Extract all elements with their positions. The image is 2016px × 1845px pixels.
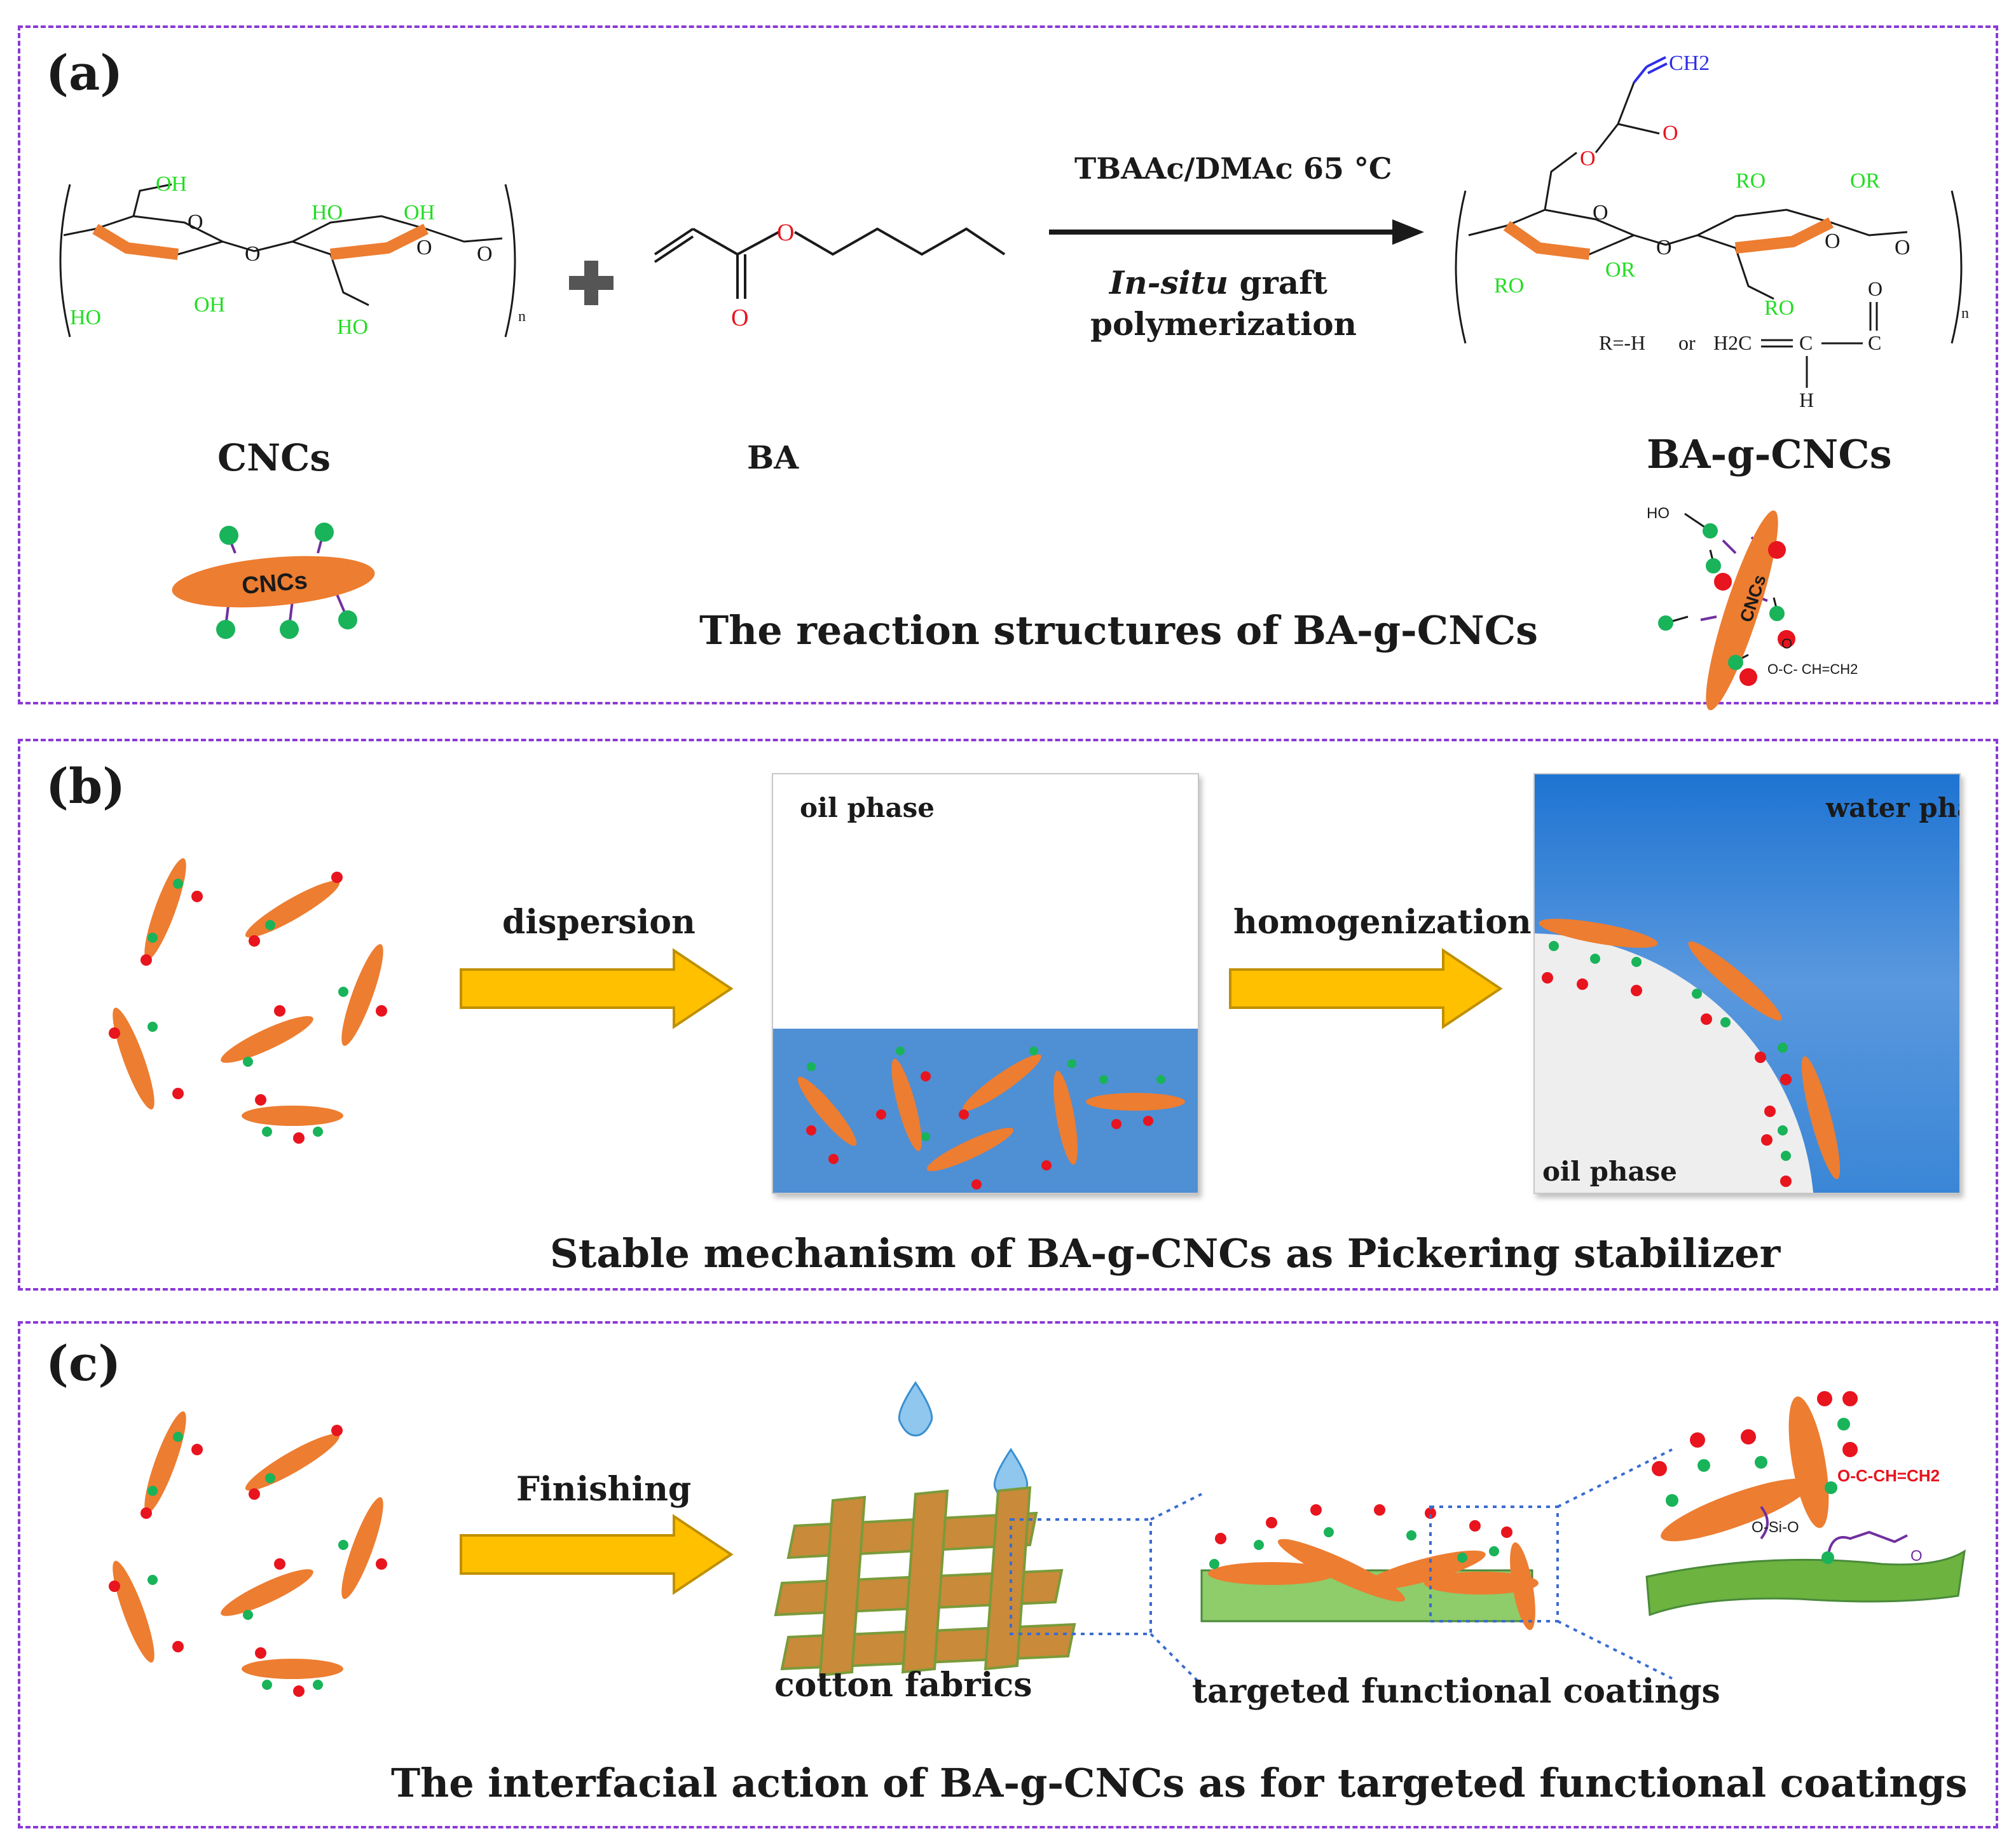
detail-carbonyl-o: O <box>1910 1547 1923 1565</box>
o-label: O <box>1868 277 1882 300</box>
water-layer <box>773 1029 1198 1193</box>
homogenization-label: homogenization <box>1233 903 1532 942</box>
coatings-label: targeted functional coatings <box>1192 1672 1720 1711</box>
terminal-oxygen-label: O <box>1895 236 1910 259</box>
c-label: C <box>1868 331 1881 354</box>
cncs-name: CNCs <box>217 436 331 479</box>
emulsion-box: water phase oil phase <box>1533 773 1961 1194</box>
ro-label: RO <box>1764 296 1794 320</box>
dispersion-box: oil phase <box>772 773 1199 1194</box>
oh-label: OH <box>194 293 225 317</box>
water-phase-label: water phase <box>1826 792 1959 823</box>
repeat-n-label: n <box>518 308 526 325</box>
ba-molecule-structure: O O <box>654 219 1006 331</box>
reaction-arrow <box>1049 219 1424 245</box>
panel-b-label: (b) <box>46 758 126 814</box>
panel-c-label: (c) <box>46 1335 121 1392</box>
ho-label: HO <box>70 306 101 329</box>
cnc-rod-icon: CNCs <box>172 523 375 639</box>
ho-label: HO <box>312 201 343 224</box>
oh-label: OH <box>156 172 187 196</box>
ring-oxygen-label: O <box>1825 230 1841 253</box>
cnc-cellulose-structure: OH HO OH HO OH HO O O O O n <box>59 172 526 339</box>
panel-a-caption: The reaction structures of BA-g-CNCs <box>699 607 1539 654</box>
interface-particles <box>1539 919 1841 1187</box>
c-label: C <box>1799 331 1813 354</box>
repeat-n-label: n <box>1961 305 1969 322</box>
carbonyl-oxygen-label: O <box>731 305 748 331</box>
bridge-oxygen-label: O <box>1656 236 1672 259</box>
method-rest: graft <box>1228 264 1327 301</box>
ba-g-cncs-name: BA-g-CNCs <box>1647 431 1892 477</box>
ro-label: RO <box>1494 274 1524 298</box>
h-label: H <box>1799 388 1814 411</box>
zoom-lines <box>1010 1493 1203 1686</box>
cnc-rod-label: CNCs <box>241 567 309 600</box>
detail-ester-label: O-C-CH=CH2 <box>1837 1466 1940 1485</box>
ring-oxygen-label: O <box>416 236 432 259</box>
panel-c <box>18 1321 1998 1828</box>
acrylate-carbonyl-oxygen: O <box>1663 121 1678 145</box>
panel-b-caption: Stable mechanism of BA-g-CNCs as Pickeri… <box>550 1230 1781 1277</box>
r-definition: R=-H <box>1599 331 1645 354</box>
finishing-label: Finishing <box>516 1470 692 1509</box>
oh-label: OH <box>404 201 435 224</box>
h2c-label: H2C <box>1713 331 1752 354</box>
terminal-oxygen-label: O <box>477 242 493 266</box>
ro-label: RO <box>1736 169 1766 193</box>
ba-g-cnc-rod-icon: CNCs HO O O-C- CH=CH2 <box>1647 505 1858 711</box>
oil-phase-label: oil phase <box>800 792 935 823</box>
vinyl-ch2-label: CH2 <box>1669 51 1710 75</box>
ho-label: HO <box>337 315 368 339</box>
finishing-arrow <box>460 1514 734 1595</box>
homogenization-arrow <box>1229 948 1503 1029</box>
method-italic: In-situ <box>1109 264 1229 301</box>
ester-oxygen-label: O <box>777 219 794 246</box>
or-word: or <box>1678 331 1696 354</box>
scattered-particles <box>109 1411 387 1697</box>
zoom-lines-2 <box>1557 1448 1673 1680</box>
bridge-oxygen-label: O <box>245 242 261 266</box>
ester-small-oxygen: O <box>1781 636 1792 652</box>
oil-phase-bottom-label: oil phase <box>1542 1156 1678 1187</box>
detail-sio-label: O-Si-O <box>1752 1519 1799 1536</box>
dispersion-arrow <box>460 948 734 1029</box>
panel-c-caption: The interfacial action of BA-g-CNCs as f… <box>391 1760 1968 1806</box>
ba-g-cncs-structure: CH2 O O O O O O RO OR RO OR RO n R=-H or… <box>1455 51 1969 411</box>
acrylate-oxygen-label: O <box>1580 147 1596 170</box>
dispersion-label: dispersion <box>502 903 696 942</box>
coating-particles <box>1200 1504 1559 1630</box>
settled-particles <box>797 1046 1185 1190</box>
reaction-method: In-situ graft <box>1109 264 1327 301</box>
ba-name: BA <box>747 439 799 476</box>
panel-a <box>18 25 1998 704</box>
reaction-conditions: TBAAc/DMAc 65 °C <box>1074 151 1392 186</box>
cotton-fabrics-label: cotton fabrics <box>774 1666 1032 1704</box>
ring-oxygen-label: O <box>1593 201 1608 224</box>
or-label: OR <box>1605 258 1636 282</box>
ester-small-label: O-C- CH=CH2 <box>1767 661 1858 677</box>
scattered-particles <box>109 858 387 1144</box>
interface-detail: O-C-CH=CH2 O-Si-O O <box>1645 1391 1966 1617</box>
panel-b <box>18 739 1998 1291</box>
ring-oxygen-label: O <box>188 210 203 234</box>
or-label: OR <box>1850 169 1881 193</box>
panel-a-label: (a) <box>46 45 123 101</box>
ho-small-label: HO <box>1647 505 1670 522</box>
cotton-fabric-icon <box>774 1486 1076 1677</box>
water-drop-icon <box>898 1381 933 1437</box>
reaction-method-line2: polymerization <box>1090 305 1357 343</box>
plus-icon <box>569 261 614 305</box>
